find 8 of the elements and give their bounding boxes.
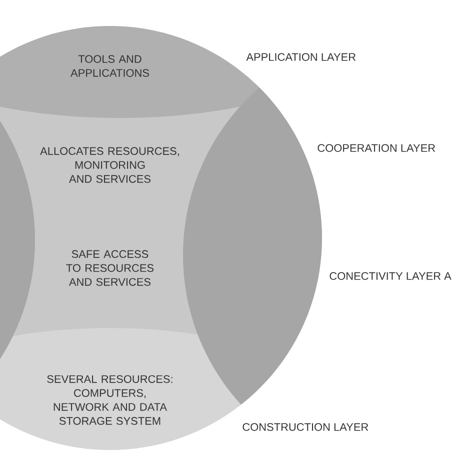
layer-text: SEVERAL RESOURCES: COMPUTERS, NETWORK AND DATA STORAGE SYSTEM — [47, 375, 172, 425]
layer-text: ALLOCATES RESOURCES, MONITORING AND SERVICES — [40, 147, 179, 183]
layer-text: SAFE ACCESS TO RESOURCES AND SERVICES — [66, 250, 154, 286]
layer-label: CONSTRUCTION LAYER — [242, 423, 368, 431]
layer-label: APPLICATION LAYER — [246, 53, 356, 61]
layer-label: COOPERATION LAYER — [318, 144, 436, 152]
layer-text: TOOLS AND APPLICATIONS — [70, 55, 149, 77]
layer-label: CONECTIVITY LAYER A — [330, 272, 452, 280]
